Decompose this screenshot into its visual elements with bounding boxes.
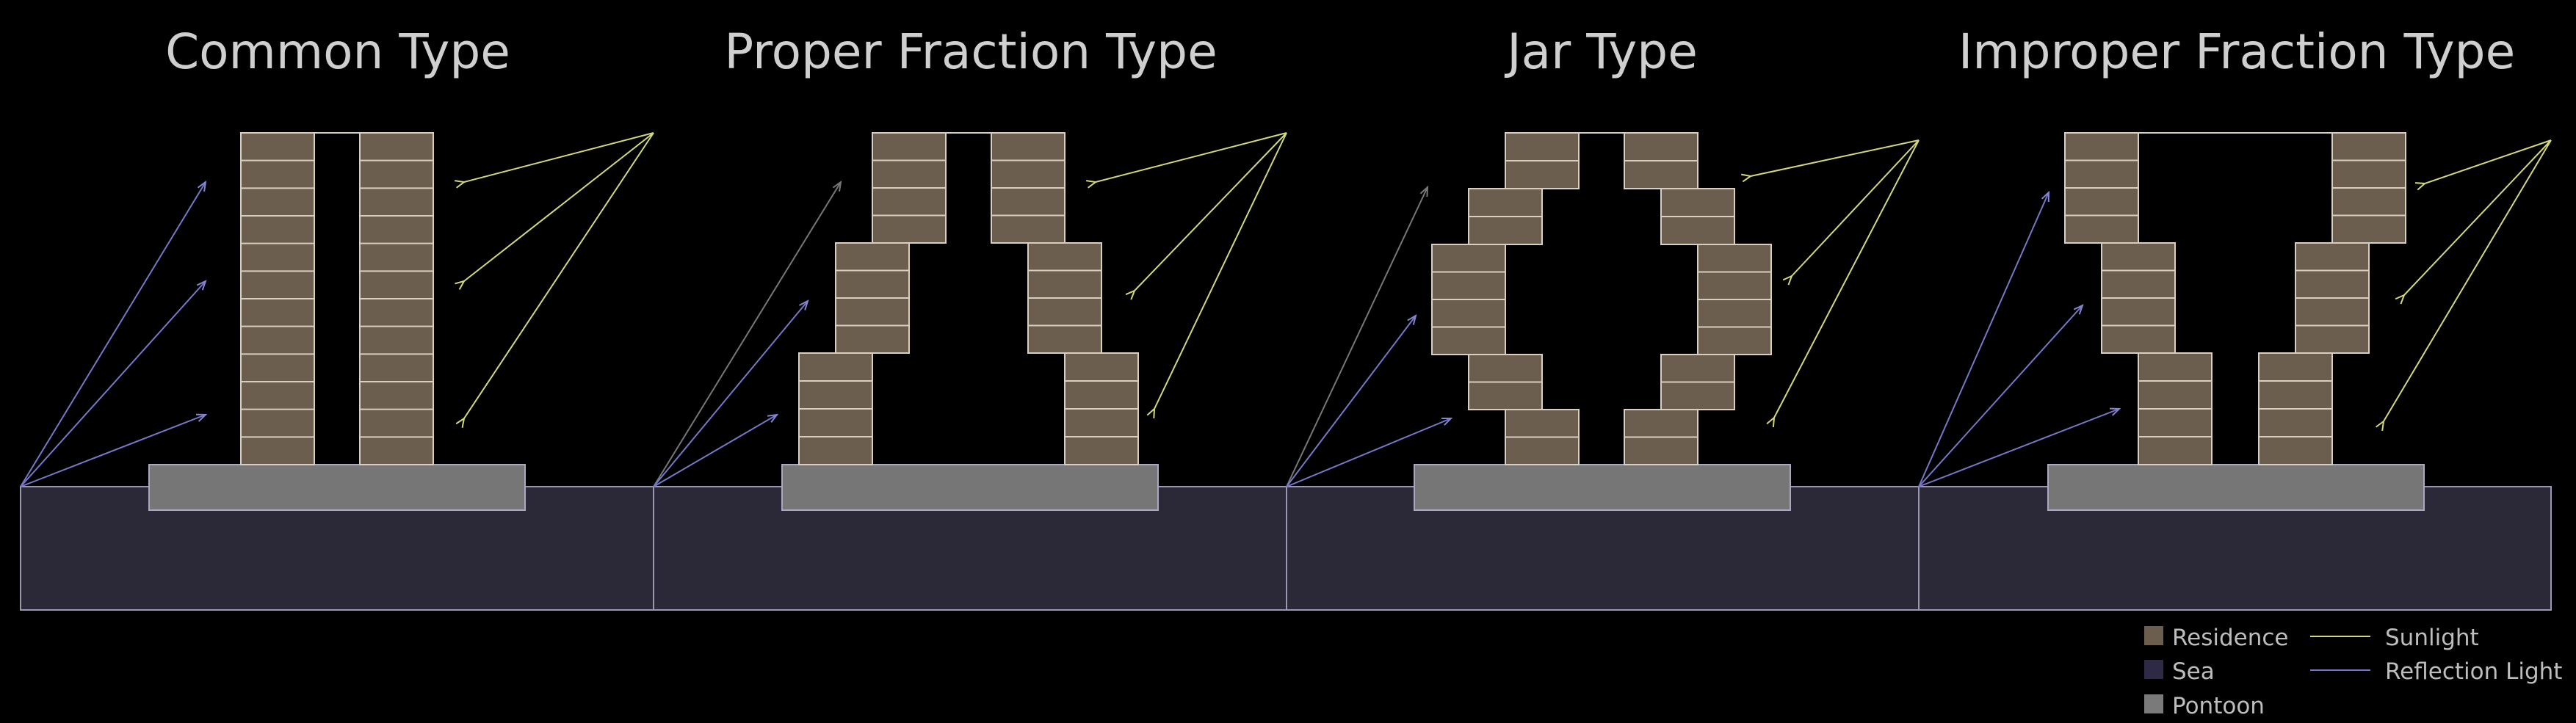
sunlight-arrow [1751,139,1920,176]
reflection-arrow [653,301,808,487]
legend: Residence Sea Pontoon Sunlight Reflectio… [2144,625,2562,719]
residence-block [1505,132,1580,189]
residence-block [872,132,947,244]
panel-title-improper-fraction: Improper Fraction Type [1958,23,2515,80]
residence-tower-left [240,132,315,465]
residence-tower-right [359,132,434,465]
residence-block [991,132,1066,244]
legend-pontoon-swatch [2144,694,2163,713]
panel-title-jar: Jar Type [1504,23,1698,80]
residence-block [2258,352,2333,465]
residence-block [1064,352,1139,465]
sunlight-arrow [1154,132,1287,409]
reflection-arrow [20,182,206,487]
sunlight-arrow [2384,139,2552,421]
residence-block [1431,244,1506,355]
residence-block [1027,242,1102,354]
pontoons [148,464,2425,511]
residence-block [1468,188,1543,245]
panel-title-common: Common Type [165,23,510,80]
legend-reflection-label: Reflection Light [2385,658,2562,685]
residence-block [1624,132,1698,189]
residence-block [1660,354,1735,410]
residence-block [1697,244,1772,355]
residence-block [798,352,873,465]
residence-block [2138,352,2213,465]
pontoon-proper-fraction [781,464,1159,511]
residence-block [2295,242,2370,354]
reflection-arrow [20,415,206,487]
residence-block [835,242,910,354]
residence-block [1624,409,1698,465]
residence-block [1660,188,1735,245]
reflection-arrow [1286,316,1416,487]
reflection-arrow [1918,409,2119,487]
sunlight-arrow [2404,139,2552,295]
sunlight-arrow [1135,132,1287,291]
light-arrows [20,132,2552,487]
legend-sunlight-label: Sunlight [2385,625,2479,651]
pontoon-improper-fraction [2047,464,2425,511]
residence-block [1468,354,1543,410]
reflection-arrow [20,281,206,487]
legend-sea-label: Sea [2172,658,2215,685]
sunlight-arrow [464,132,654,182]
residence-block [2101,242,2176,354]
reflection-arrow [1286,418,1451,487]
pontoon-common [148,464,526,511]
residence-block [1505,409,1580,465]
residence-block [2064,132,2139,244]
legend-sea-swatch [2144,660,2163,679]
reflection-arrow [653,182,841,487]
residence-buildings [240,132,2406,465]
reflection-arrow [1918,192,2049,487]
legend-pontoon-label: Pontoon [2172,693,2265,719]
residence-block [2331,132,2406,244]
sunlight-arrow [1774,139,1920,418]
legend-residence-swatch [2144,626,2163,645]
legend-residence-label: Residence [2172,625,2289,651]
sunlight-arrow [464,132,654,281]
pontoon-jar [1414,464,1791,511]
panel-title-proper-fraction: Proper Fraction Type [724,23,1217,80]
reflection-arrow [1286,187,1428,487]
sunlight-arrow [464,132,654,418]
reflection-arrow [653,415,777,487]
reflection-arrow [1918,305,2083,487]
sunlight-arrow [1096,132,1287,182]
sunlight-arrow [2425,139,2552,184]
sunlight-arrow [1792,139,1920,276]
